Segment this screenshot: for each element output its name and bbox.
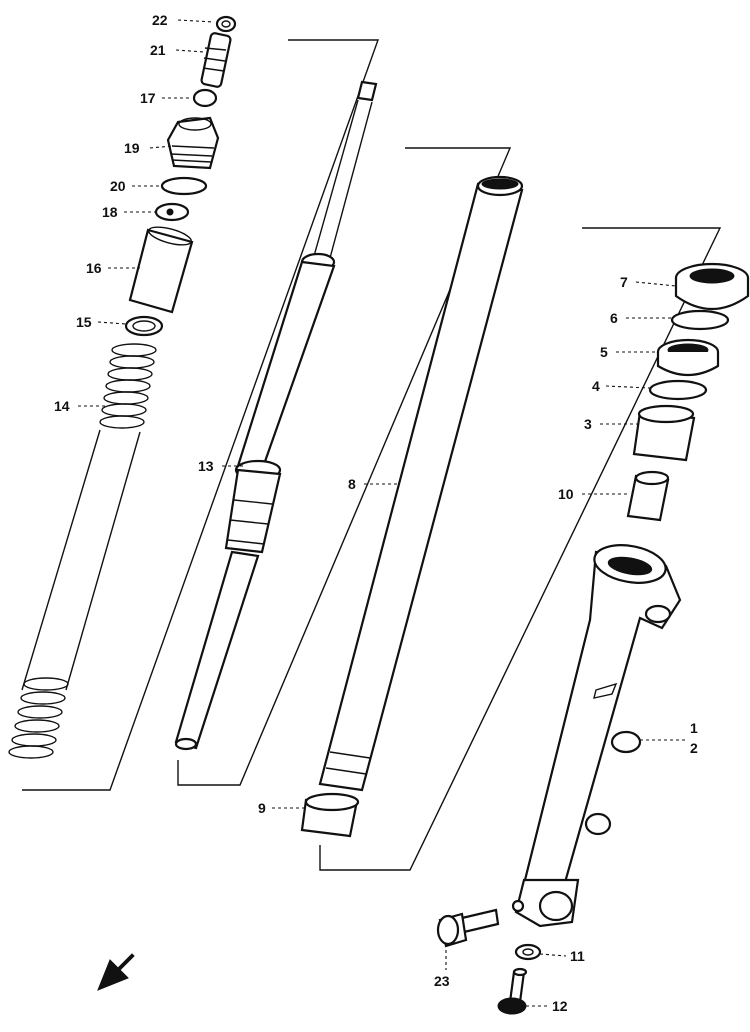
part-15-seat: [124, 315, 164, 337]
label-10: 10: [558, 486, 574, 502]
part-14-fork-spring-top: [99, 343, 157, 429]
part-1-2-outer-tube: [514, 544, 682, 928]
part-10-cylinder-base: [626, 470, 670, 522]
frame-outer-tube: [319, 227, 722, 871]
part-14-fork-spring-bottom: [8, 677, 69, 759]
part-6-stopper-ring: [670, 309, 730, 331]
part-23-axle-bolt: [436, 899, 525, 948]
label-20: 20: [110, 178, 126, 194]
arrow-down-left-icon: [97, 953, 135, 991]
part-18-washer: [154, 202, 190, 222]
label-13: 13: [198, 458, 214, 474]
part-3-guide-bushing: [632, 404, 696, 462]
part-4-washer: [648, 379, 708, 401]
part-7-dust-seal: [674, 262, 750, 311]
part-13-damper-rod: [174, 80, 378, 751]
label-16: 16: [86, 260, 102, 276]
label-2: 2: [690, 740, 698, 756]
label-19: 19: [124, 140, 140, 156]
label-4: 4: [592, 378, 600, 394]
callout-labels: 22 21 17 19 20 18 16 15 14 13 8 9 7 6 5 …: [54, 12, 698, 1014]
frame-inner-tube: [177, 147, 512, 786]
label-23: 23: [434, 973, 450, 989]
part-21-adjuster: [200, 32, 232, 88]
part-17-washer: [192, 88, 218, 108]
label-22: 22: [152, 12, 168, 28]
label-17: 17: [140, 90, 156, 106]
part-20-o-ring: [160, 176, 208, 196]
label-5: 5: [600, 344, 608, 360]
label-9: 9: [258, 800, 266, 816]
label-21: 21: [150, 42, 166, 58]
label-11: 11: [570, 948, 585, 964]
label-3: 3: [584, 416, 592, 432]
part-22-ring: [215, 15, 237, 33]
part-8-inner-tube: [318, 175, 524, 792]
part-9-bushing: [300, 792, 360, 838]
label-7: 7: [620, 274, 628, 290]
part-16-spacer: [128, 226, 194, 314]
leader-lines: [78, 19, 686, 1007]
label-15: 15: [76, 314, 92, 330]
label-8: 8: [348, 476, 356, 492]
part-11-washer: [514, 943, 542, 961]
label-18: 18: [102, 204, 118, 220]
part-19-cap-bolt: [166, 116, 220, 170]
part-12-drain-bolt: [497, 967, 528, 1015]
part-5-oil-seal: [656, 338, 720, 376]
frame-damper-assembly: [22, 39, 379, 791]
label-1: 1: [690, 720, 698, 736]
label-14: 14: [54, 398, 70, 414]
spring-body-lines: [21, 429, 141, 691]
label-6: 6: [610, 310, 618, 326]
label-12: 12: [552, 998, 568, 1014]
